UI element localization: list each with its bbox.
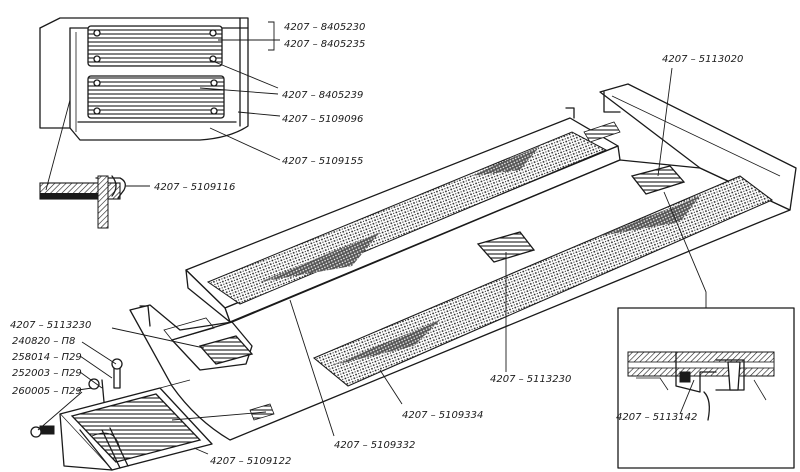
strip-section-5109116 [39, 175, 126, 229]
floor-plate-5113230-left [198, 335, 254, 365]
label-5113230-left: 4207 – 5113230 [10, 320, 91, 331]
label-8405239: 4207 – 8405239 [282, 90, 363, 101]
label-240820: 240820 – П8 [12, 336, 75, 347]
upper-step-mat [87, 25, 223, 67]
floor-mat-5109334 [312, 175, 774, 387]
floor-plate-5113020 [630, 165, 686, 195]
label-260005: 260005 – П29 [12, 386, 82, 397]
floor-plate-5113230-center [476, 231, 536, 263]
label-5113020: 4207 – 5113020 [662, 54, 743, 65]
step-box-inset [39, 17, 249, 141]
label-8405230: 4207 – 8405230 [284, 22, 365, 33]
floor-assembly [129, 83, 797, 441]
label-5109334: 4207 – 5109334 [402, 410, 483, 421]
label-8405235: 4207 – 8405235 [284, 39, 365, 50]
label-5109122: 4207 – 5109122 [210, 456, 291, 467]
step-pedal-mat [70, 393, 202, 463]
seal-detail-box [617, 307, 795, 469]
label-5109332: 4207 – 5109332 [334, 440, 415, 451]
platform-mat-5109332 [206, 131, 608, 305]
step-pedal-assembly [30, 358, 213, 471]
lower-step-mat [87, 75, 225, 119]
label-5109096: 4207 – 5109096 [282, 114, 363, 125]
label-252003: 252003 – П29 [12, 368, 82, 379]
label-5109116: 4207 – 5109116 [154, 182, 235, 193]
leader-lines [37, 21, 707, 455]
part-labels: 4207 – 8405230 4207 – 8405235 4207 – 840… [10, 22, 743, 467]
label-5113142: 4207 – 5113142 [616, 412, 697, 423]
label-258014: 258014 – П29 [12, 352, 82, 363]
label-5113230-mid: 4207 – 5113230 [490, 374, 571, 385]
label-5109155: 4207 – 5109155 [282, 156, 363, 167]
